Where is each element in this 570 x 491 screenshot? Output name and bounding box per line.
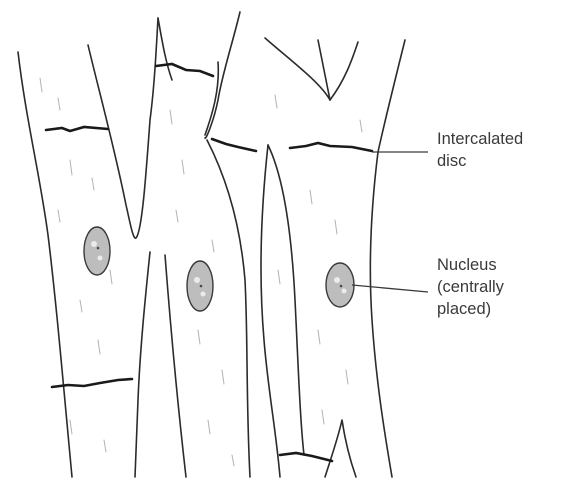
intercalated-disc-4	[290, 143, 372, 151]
fiber-outline-left-lower	[135, 252, 150, 477]
fiber-outline-left-outer	[18, 52, 72, 477]
intercalated-disc-3	[212, 139, 256, 151]
nucleus-left	[84, 227, 110, 275]
leader-nucleus	[352, 285, 428, 292]
fiber-outline-right-top-far	[378, 40, 405, 152]
fiber-outline-middle-right	[207, 140, 250, 477]
fiber-outline-middle-lower-left	[165, 255, 186, 477]
label-intercalated-disc: Intercalated disc	[437, 128, 523, 172]
fiber-outline-right-top-right	[330, 42, 358, 100]
fiber-outline-wedge-left	[261, 145, 280, 477]
label-nucleus: Nucleus (centrally placed)	[437, 254, 504, 320]
intercalated-disc-1	[46, 127, 108, 131]
fiber-outline-right-edge	[370, 152, 392, 477]
intercalated-disc-2	[156, 64, 213, 76]
fiber-outline-right-lower-split	[325, 420, 356, 477]
nucleus-right	[326, 263, 354, 307]
fiber-outline-middle-upper	[158, 18, 172, 80]
intercalated-disc-6	[280, 453, 332, 461]
fiber-outline-wedge-right	[268, 145, 304, 455]
